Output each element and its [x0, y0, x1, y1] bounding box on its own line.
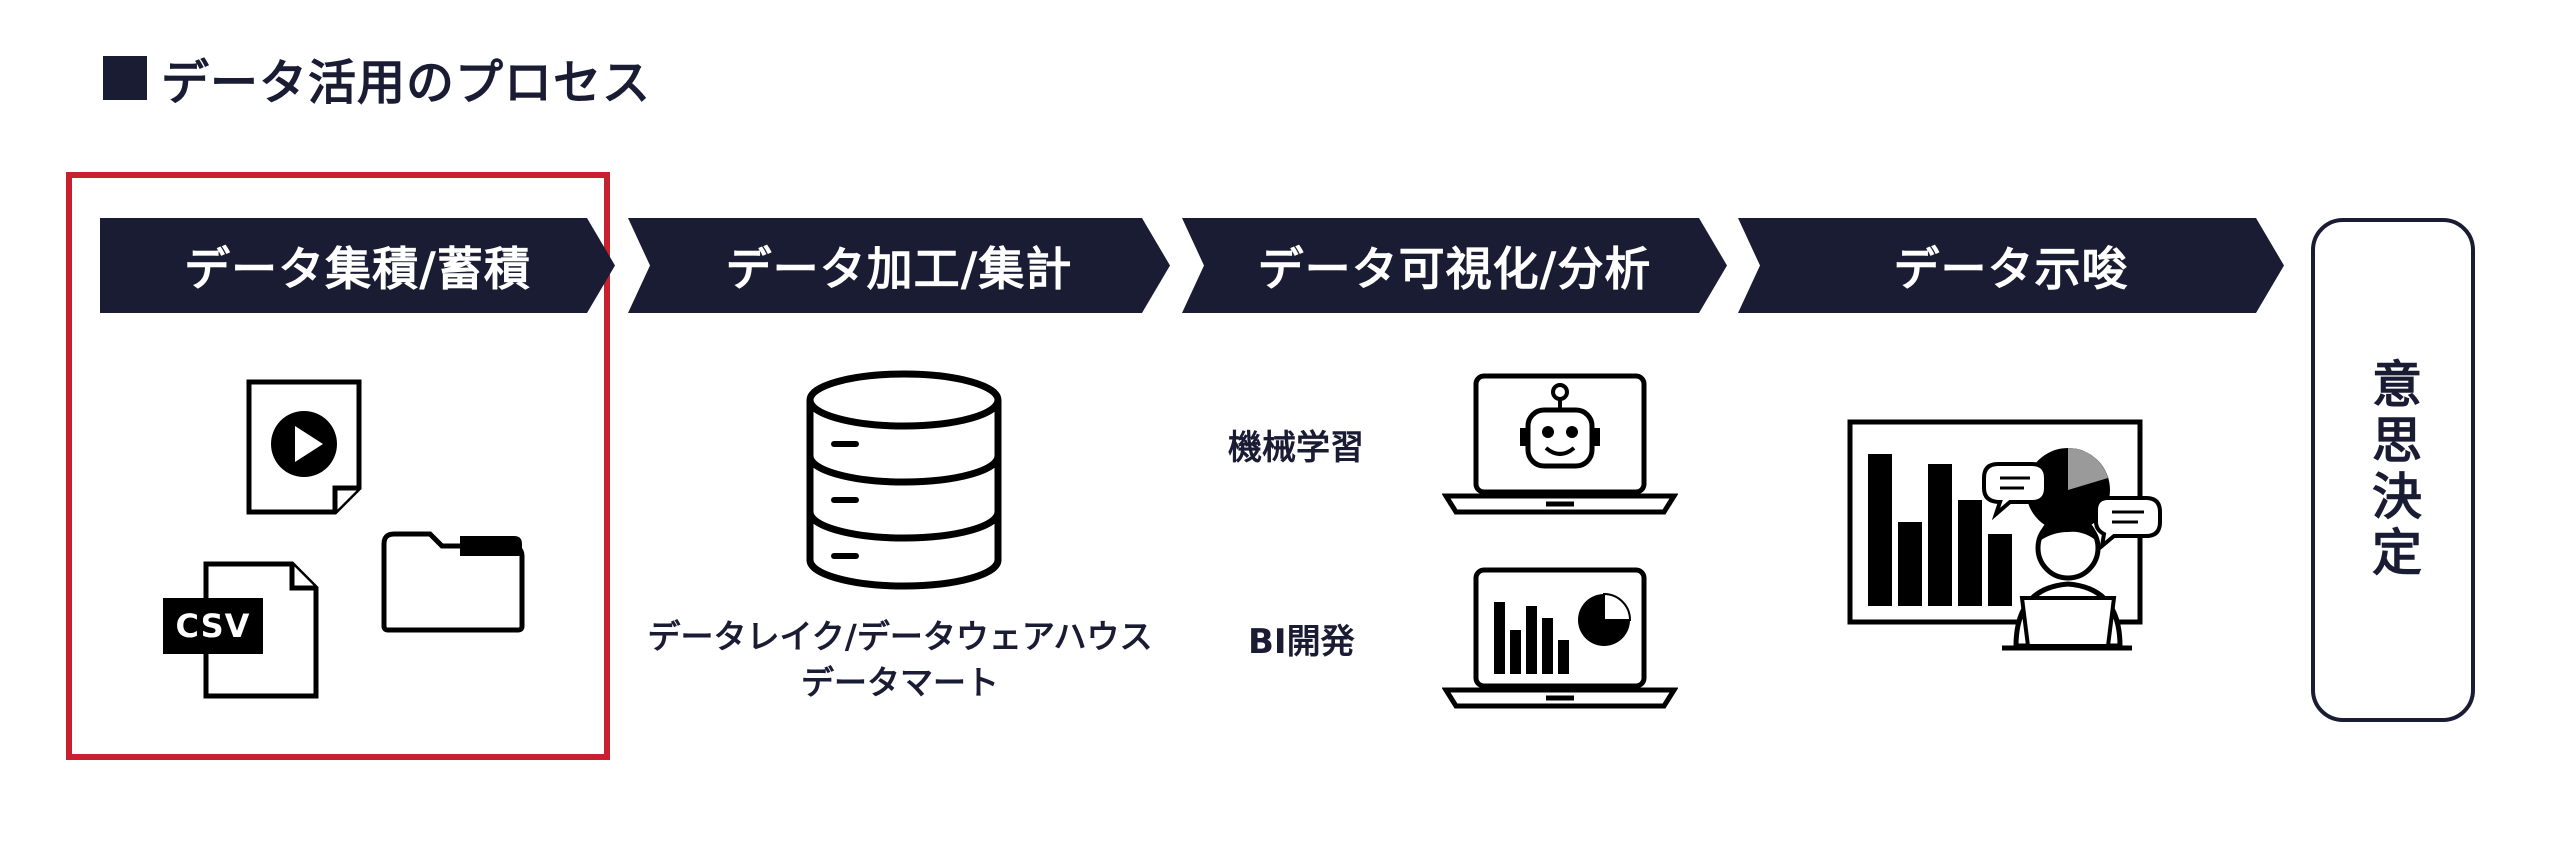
step-insight-label: データ示唆 [1893, 241, 2129, 296]
step-process-label: データ加工/集計 [725, 241, 1073, 296]
page-title: データ活用のプロセス [103, 50, 651, 111]
folder-icon [381, 531, 525, 633]
dwh-caption-line2: データマート [801, 663, 999, 702]
dwh-caption: データレイク/データウェアハウス データマート [630, 614, 1170, 706]
dwh-caption-line1: データレイク/データウェアハウス [647, 617, 1153, 656]
step-insight-chevron: データ示唆 [1738, 218, 2284, 313]
step-collect-label: データ集積/蓄積 [184, 241, 531, 296]
step-collect-chevron: データ集積/蓄積 [100, 218, 615, 313]
step1-highlight-frame [66, 172, 610, 760]
video-file-icon [246, 379, 362, 515]
step-visualize-chevron: データ可視化/分析 [1182, 218, 1727, 313]
step-visualize-label: データ可視化/分析 [1257, 241, 1652, 296]
insight-presenter-icon [1847, 419, 2162, 651]
decision-label: 意思決定 [2364, 358, 2422, 582]
page-title-text: データ活用のプロセス [161, 55, 652, 111]
laptop-robot-icon [1442, 373, 1678, 515]
laptop-chart-icon [1442, 567, 1678, 709]
csv-tag: CSV [163, 598, 263, 654]
csv-label: CSV [175, 607, 251, 645]
ml-label: 機械学習 [1228, 428, 1364, 468]
database-icon [806, 370, 1002, 590]
robot-icon [1520, 383, 1600, 469]
step-process-chevron: データ加工/集計 [628, 218, 1170, 313]
title-square-icon [103, 56, 147, 100]
decision-box: 意思決定 [2311, 218, 2475, 722]
bi-label: BI開発 [1248, 622, 1355, 662]
